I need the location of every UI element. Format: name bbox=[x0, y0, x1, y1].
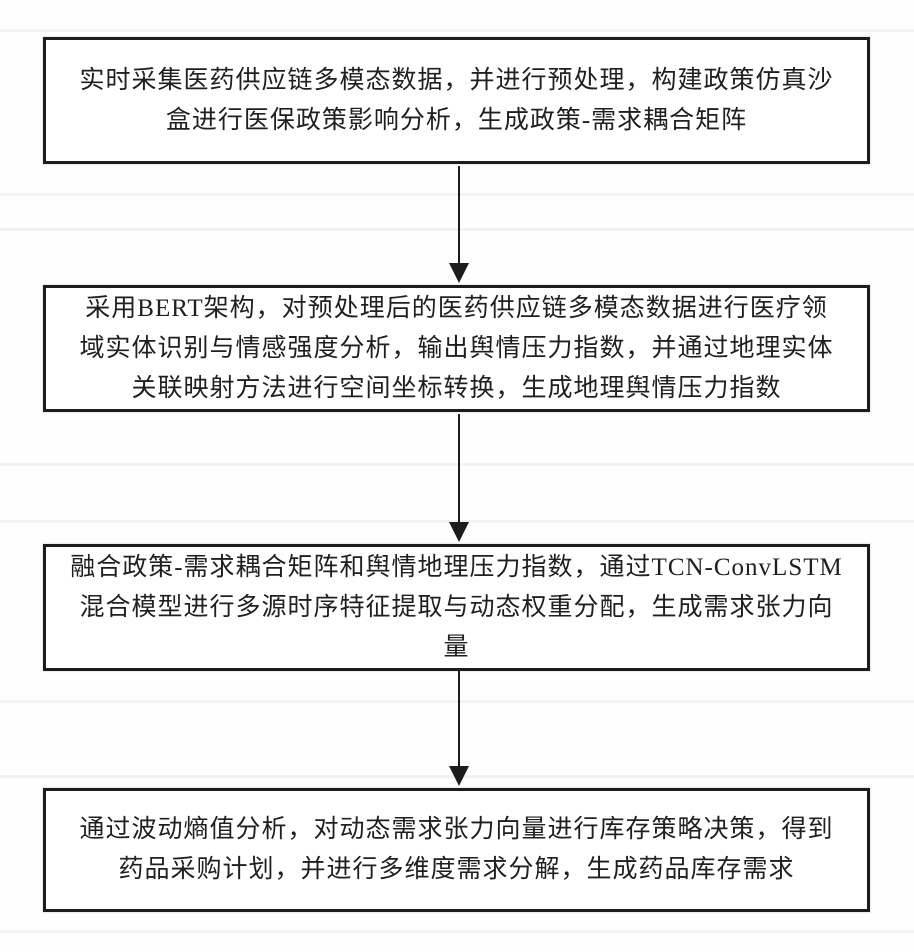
flow-step-4-line-2: 药品采购计划，并进行多维度需求分解，生成药品库存需求 bbox=[118, 856, 795, 883]
flow-step-4-text: 通过波动熵值分析，对动态需求张力向量进行库存策略决策，得到 药品采购计划，并进行… bbox=[46, 810, 867, 890]
flow-step-3-line-3: 量 bbox=[443, 633, 470, 661]
flow-step-3-text: 融合政策-需求耦合矩阵和舆情地理压力指数，通过TCN-ConvLSTM 混合模型… bbox=[46, 548, 867, 668]
arrow-down-icon bbox=[449, 766, 469, 786]
flow-step-2-line-1: 采用BERT架构，对预处理后的医药供应链多模态数据进行医疗领 bbox=[85, 294, 828, 322]
flow-step-3-line-2: 混合模型进行多源时序特征提取与动态权重分配，生成需求张力向 bbox=[79, 593, 834, 621]
flow-step-1-box: 实时采集医药供应链多模态数据，并进行预处理，构建政策仿真沙 盒进行医保政策影响分… bbox=[43, 37, 870, 164]
flow-step-3-box: 融合政策-需求耦合矩阵和舆情地理压力指数，通过TCN-ConvLSTM 混合模型… bbox=[43, 544, 870, 671]
flow-step-2-box: 采用BERT架构，对预处理后的医药供应链多模态数据进行医疗领 域实体识别与情感强… bbox=[43, 285, 870, 412]
flow-step-2-line-3: 关联映射方法进行空间坐标转换，生成地理舆情压力指数 bbox=[131, 374, 782, 402]
arrow-down-icon bbox=[449, 522, 469, 542]
arrow-line bbox=[458, 414, 460, 528]
connector-arrow-2 bbox=[448, 414, 470, 542]
connector-arrow-1 bbox=[448, 166, 470, 283]
flow-step-4-line-1: 通过波动熵值分析，对动态需求张力向量进行库存策略决策，得到 bbox=[79, 816, 834, 843]
flow-step-1-line-1: 实时采集医药供应链多模态数据，并进行预处理，构建政策仿真沙 bbox=[79, 66, 834, 94]
flow-step-3-line-1: 融合政策-需求耦合矩阵和舆情地理压力指数，通过TCN-ConvLSTM bbox=[70, 553, 843, 581]
arrow-line bbox=[458, 166, 460, 269]
flow-step-1-line-2: 盒进行医保政策影响分析，生成政策-需求耦合矩阵 bbox=[165, 106, 748, 134]
arrow-line bbox=[458, 670, 460, 772]
arrow-down-icon bbox=[449, 263, 469, 283]
connector-arrow-3 bbox=[448, 670, 470, 786]
flow-step-4-box: 通过波动熵值分析，对动态需求张力向量进行库存策略决策，得到 药品采购计划，并进行… bbox=[43, 788, 870, 912]
flow-step-2-line-2: 域实体识别与情感强度分析，输出舆情压力指数，并通过地理实体 bbox=[79, 334, 834, 362]
flow-step-2-text: 采用BERT架构，对预处理后的医药供应链多模态数据进行医疗领 域实体识别与情感强… bbox=[46, 289, 867, 409]
flow-step-1-text: 实时采集医药供应链多模态数据，并进行预处理，构建政策仿真沙 盒进行医保政策影响分… bbox=[46, 61, 867, 141]
